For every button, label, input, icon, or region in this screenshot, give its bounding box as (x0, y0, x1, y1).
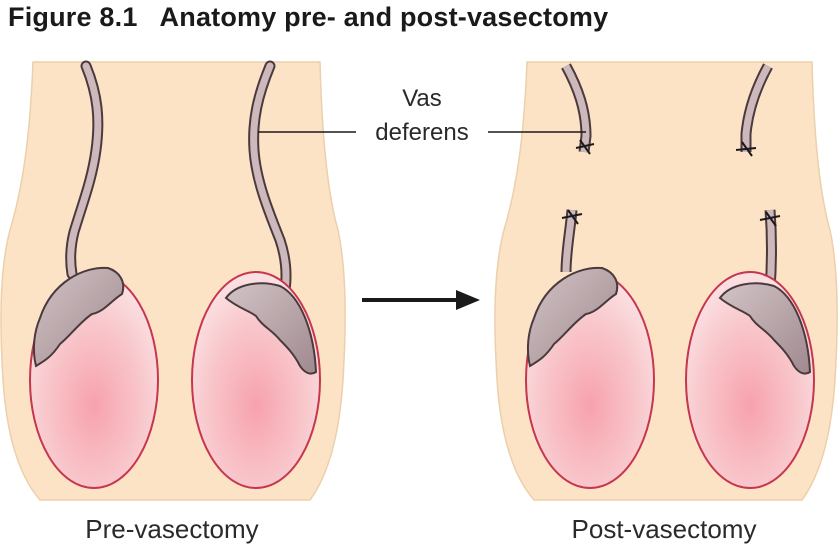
epididymis-left (526, 266, 619, 368)
vas-label-line2: deferens (375, 119, 468, 146)
epididymis-right (718, 282, 812, 375)
transition-arrow (362, 290, 480, 310)
figure-title-text: Anatomy pre- and post-vasectomy (159, 2, 609, 32)
testis-right (191, 271, 321, 489)
testis-right (685, 271, 815, 489)
vas-deferens-left (65, 60, 104, 280)
testis-left (29, 266, 159, 489)
caption-pre-vasectomy: Pre-vasectomy (85, 514, 258, 544)
vas-deferens-left-upper (561, 63, 595, 155)
ligature-right-lower (759, 211, 781, 227)
ligature-left-upper (575, 139, 595, 155)
epididymis-left (32, 266, 125, 368)
vas-label-line1: Vas (402, 85, 442, 112)
ligature-right-upper (735, 141, 757, 157)
caption-post-vasectomy: Post-vasectomy (572, 514, 757, 544)
testis-left (525, 266, 655, 489)
vas-deferens-left-lower (560, 209, 583, 273)
vas-deferens-right-upper (735, 63, 773, 157)
vas-deferens-right (248, 60, 292, 302)
post-vasectomy-illustration (494, 61, 838, 501)
vas-deferens-label: Vas deferens (258, 85, 586, 146)
pre-vasectomy-illustration (0, 60, 346, 501)
epididymis-right (224, 282, 318, 375)
ligature-left-lower (561, 209, 583, 225)
figure-number: Figure 8.1 (8, 2, 138, 32)
figure-title: Figure 8.1 Anatomy pre- and post-vasectom… (8, 2, 608, 33)
